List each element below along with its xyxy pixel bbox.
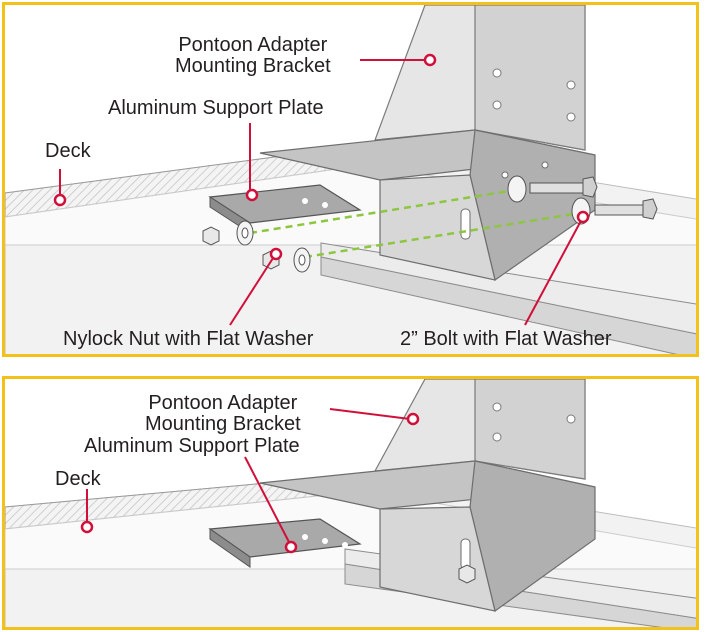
label-line: Mounting Bracket [145, 413, 301, 435]
nut-marker [269, 247, 283, 261]
callout-leaders [86, 408, 411, 545]
callout-markers [80, 412, 420, 554]
label-mounting-bracket: Pontoon Adapter Mounting Bracket [175, 35, 331, 77]
plate-marker [245, 188, 259, 202]
label-bolt: 2” Bolt with Flat Washer [400, 328, 612, 350]
deck-marker [53, 193, 67, 207]
assembled-view-panel: Pontoon Adapter Mounting Bracket Aluminu… [2, 376, 699, 630]
pontoon-rail [320, 242, 696, 354]
alignment-guides [249, 188, 581, 259]
bolt-upper [507, 175, 598, 203]
nut-washer-upper [202, 220, 254, 246]
bolt-lower [571, 197, 658, 225]
label-deck: Deck [45, 140, 91, 162]
exploded-view-illustration [5, 5, 696, 354]
label-line: Pontoon Adapter [148, 392, 298, 414]
plate-marker [284, 540, 298, 554]
bracket-marker [406, 412, 420, 426]
bracket-marker [423, 53, 437, 67]
label-nylock-nut: Nylock Nut with Flat Washer [63, 328, 314, 350]
label-line: Pontoon Adapter [178, 34, 328, 56]
label-line: Mounting Bracket [175, 55, 331, 77]
bolt-marker [576, 210, 590, 224]
mounting-bracket [259, 379, 596, 613]
mounting-bracket [259, 5, 596, 281]
callout-markers [53, 53, 590, 261]
assembled-view-illustration [5, 379, 696, 627]
label-support-plate: Aluminum Support Plate [108, 97, 324, 119]
deck-marker [80, 520, 94, 534]
exploded-view-panel: Pontoon Adapter Mounting Bracket Aluminu… [2, 2, 699, 357]
support-plate [208, 518, 362, 568]
label-support-plate: Aluminum Support Plate [84, 435, 300, 457]
label-mounting-bracket: Pontoon Adapter Mounting Bracket [145, 393, 301, 435]
label-deck: Deck [55, 468, 101, 490]
callout-leaders [59, 59, 584, 326]
